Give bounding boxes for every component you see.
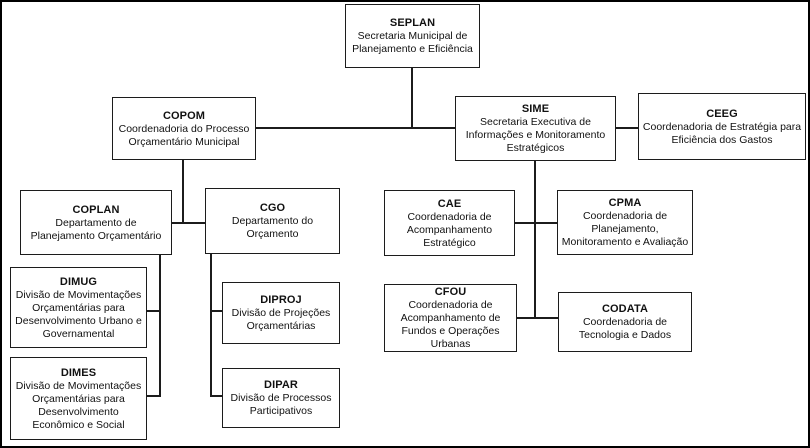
node-acronym: CPMA — [608, 197, 642, 209]
connector-cgo-down — [210, 253, 212, 397]
node-description: Coordenadoria de Acompanhamento de Fundo… — [400, 299, 501, 350]
org-node-dimug: DIMUG Divisão de Movimentações Orçamentá… — [10, 267, 147, 348]
node-acronym: CEEG — [706, 107, 738, 120]
org-node-coplan: COPLAN Departamento de Planejamento Orça… — [20, 190, 172, 255]
connector-to-dimes — [146, 395, 160, 397]
connector-to-diproj — [211, 310, 223, 312]
node-description: Divisão de Projeções Orçamentárias — [231, 307, 331, 332]
connector-cae-cpma — [514, 222, 558, 224]
connector-copom-sime — [256, 127, 456, 129]
node-acronym: CODATA — [601, 303, 649, 315]
node-acronym: COPOM — [162, 109, 206, 122]
node-acronym: DIMES — [60, 366, 97, 379]
node-acronym: CGO — [259, 202, 286, 214]
connector-seplan-down — [411, 67, 413, 129]
node-description: Coordenadoria do Processo Orçamentário M… — [118, 122, 250, 148]
org-node-sime: SIME Secretaria Executiva de Informações… — [455, 96, 616, 161]
node-description: Secretaria Executiva de Informações e Mo… — [465, 116, 606, 154]
connector-copom-down — [182, 160, 184, 224]
connector-sime-ceeg — [615, 127, 639, 129]
node-description: Divisão de Movimentações Orçamentárias p… — [15, 379, 142, 431]
connector-to-dipar — [211, 395, 223, 397]
node-acronym: SEPLAN — [389, 17, 436, 29]
org-node-cpma: CPMA Coordenadoria de Planejamento, Moni… — [557, 190, 693, 255]
org-node-dimes: DIMES Divisão de Movimentações Orçamentá… — [10, 357, 147, 440]
node-acronym: COPLAN — [72, 203, 120, 216]
node-description: Coordenadoria de Tecnologia e Dados — [578, 316, 672, 341]
org-node-cae: CAE Coordenadoria de Acompanhamento Estr… — [384, 190, 515, 256]
node-acronym: DIPAR — [264, 379, 298, 391]
node-acronym: CFOU — [434, 286, 467, 298]
node-description: Coordenadoria de Planejamento, Monitoram… — [561, 210, 689, 248]
node-description: Secretaria Municipal de Planejamento e E… — [352, 30, 473, 55]
org-node-copom: COPOM Coordenadoria do Processo Orçament… — [112, 97, 256, 160]
node-description: Departamento do Orçamento — [231, 215, 314, 240]
connector-cfou-codata — [516, 317, 559, 319]
org-node-cgo: CGO Departamento do Orçamento — [205, 188, 340, 254]
node-description: Departamento de Planejamento Orçamentári… — [30, 216, 162, 242]
connector-sime-down — [534, 160, 536, 319]
org-node-diproj: DIPROJ Divisão de Projeções Orçamentária… — [222, 282, 340, 344]
connector-to-dimug — [146, 310, 160, 312]
connector-coplan-down — [159, 254, 161, 397]
org-node-seplan: SEPLAN Secretaria Municipal de Planejame… — [345, 4, 480, 68]
node-description: Divisão de Movimentações Orçamentárias p… — [15, 288, 142, 340]
node-description: Divisão de Processos Participativos — [230, 392, 332, 417]
node-description: Coordenadoria de Acompanhamento Estratég… — [406, 210, 493, 249]
org-node-cfou: CFOU Coordenadoria de Acompanhamento de … — [384, 284, 517, 352]
connector-coplan-cgo — [171, 222, 206, 224]
node-acronym: DIPROJ — [260, 294, 302, 306]
node-acronym: SIME — [521, 103, 550, 115]
node-description: Coordenadoria de Estratégia para Eficiên… — [642, 120, 802, 146]
org-node-ceeg: CEEG Coordenadoria de Estratégia para Ef… — [638, 93, 806, 160]
org-node-dipar: DIPAR Divisão de Processos Participativo… — [222, 368, 340, 428]
node-acronym: DIMUG — [59, 275, 98, 288]
org-node-codata: CODATA Coordenadoria de Tecnologia e Dad… — [558, 292, 692, 352]
node-acronym: CAE — [437, 197, 462, 210]
